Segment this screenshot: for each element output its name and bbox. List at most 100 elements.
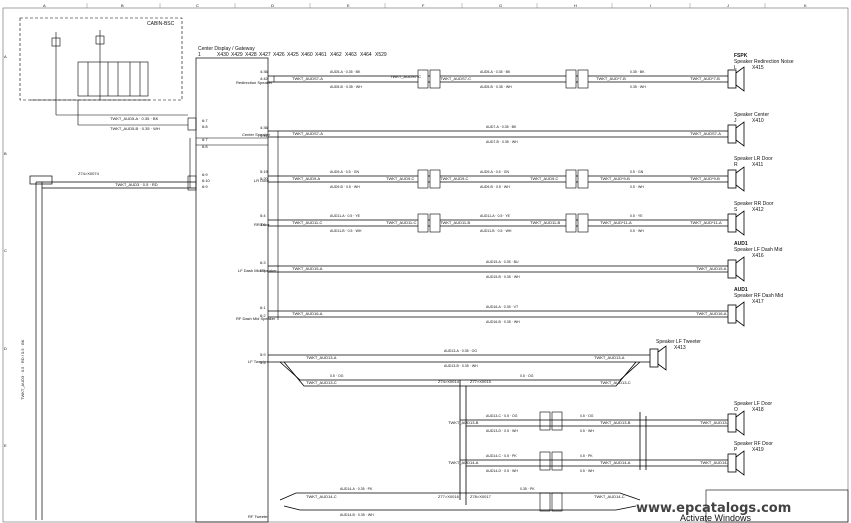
svg-text:X529: X529 [375, 52, 387, 58]
svg-text:AUD9-B · 0.5 · WH: AUD9-B · 0.5 · WH [330, 185, 360, 189]
col-label: F [422, 3, 425, 8]
svg-text:0.5 · PK: 0.5 · PK [580, 454, 593, 458]
inline-connectors [417, 69, 589, 512]
watermark-subtext: Activate Windows [680, 513, 752, 523]
speaker-icon [727, 121, 745, 147]
speaker-conn: X416 [752, 253, 764, 259]
wire-label: TWKT_AUD11-B [440, 220, 470, 225]
splice-label: Z77>X0016 [438, 494, 460, 499]
svg-text:0.5 · OG: 0.5 · OG [580, 414, 594, 418]
col-label: H [574, 3, 577, 8]
svg-text:X464: X464 [360, 52, 372, 58]
title-block-box [705, 489, 849, 523]
speaker-pos: O [734, 407, 738, 413]
wire-label: TWKT_AUD9-C [440, 176, 469, 181]
svg-text:5:19: 5:19 [260, 169, 269, 174]
wire-label: TWKT_AUD9-C [530, 176, 559, 181]
svg-text:AUD14-D · 0.5 · WH: AUD14-D · 0.5 · WH [486, 469, 518, 473]
speaker-name: Speaker LF Tweeter [656, 339, 701, 345]
svg-text:6:2: 6:2 [260, 313, 266, 318]
speaker-conn: X419 [752, 447, 764, 453]
module-title: Center Display / Gateway [198, 46, 255, 52]
svg-text:0.35 · BK: 0.35 · BK [630, 70, 645, 74]
wire-label: TWKT_AUD14-C [306, 494, 337, 499]
speaker-pos: P [734, 447, 738, 453]
svg-text:X429: X429 [231, 52, 243, 58]
row-label: C [4, 248, 7, 253]
splice-label: Z78>X0017 [470, 494, 492, 499]
svg-text:AUD5-A · 0.35 · BK: AUD5-A · 0.35 · BK [480, 70, 511, 74]
svg-text:AUD13-A · 0.35 · OG: AUD13-A · 0.35 · OG [444, 349, 477, 353]
svg-text:AUD14-C · 0.5 · PK: AUD14-C · 0.5 · PK [486, 454, 517, 458]
svg-text:AUD13-D · 0.5 · WH: AUD13-D · 0.5 · WH [486, 429, 518, 433]
svg-text:AUD5-B · 0.35 · WH: AUD5-B · 0.35 · WH [480, 85, 512, 89]
grid-column-labels: A B C D E F G H I J K [43, 3, 807, 8]
wire-label: TWKT_AUD*11-A [600, 220, 632, 225]
svg-text:0.5 · WH: 0.5 · WH [630, 229, 644, 233]
svg-text:AUD15-B · 0.35 · WH: AUD15-B · 0.35 · WH [486, 275, 520, 279]
wire-label: TWKT_AUD*7-B [690, 76, 720, 81]
cabin-bsc-box [19, 17, 183, 101]
svg-text:6:9: 6:9 [202, 172, 208, 177]
splice-label: Z77>X0015 [470, 379, 492, 384]
speaker-name: Speaker Redirection Noise [734, 59, 794, 65]
speaker-icon [649, 345, 667, 371]
wire-label: TWKT_AUD13-B [448, 420, 479, 425]
pin-label: RF Dash Mid Speaker [236, 316, 276, 321]
wire-label: TWKT_AUD13-A [594, 355, 625, 360]
speaker-tag: AUD1 [734, 287, 748, 293]
speaker-name: Speaker RR Door [734, 201, 774, 207]
row-label: B [4, 151, 7, 156]
svg-text:AUD11-A · 0.5 · YE: AUD11-A · 0.5 · YE [330, 214, 361, 218]
svg-text:AUD13-C · 0.5 · OG: AUD13-C · 0.5 · OG [486, 414, 518, 418]
col-label: K [804, 3, 807, 8]
svg-text:AUD11-B · 0.5 · WH: AUD11-B · 0.5 · WH [330, 229, 362, 233]
speaker-pos: S [734, 207, 738, 213]
svg-text:4:41: 4:41 [260, 133, 269, 138]
speaker-conn: X410 [752, 118, 764, 124]
pin-label: Redirection Speaker [236, 80, 273, 85]
speaker-icon [727, 450, 745, 476]
pin-label: LR Door [254, 178, 270, 183]
speaker-labels: FSPK Speaker Redirection Noise L X415 Sp… [656, 53, 794, 453]
speaker-icon [727, 66, 745, 92]
pin-label: RR Door [254, 222, 270, 227]
svg-text:AUD16-A · 0.35 · VT: AUD16-A · 0.35 · VT [486, 305, 519, 309]
speaker-wire-runs [268, 75, 728, 318]
speaker-name: Speaker LF Door [734, 401, 772, 407]
speaker-icon [727, 256, 745, 282]
pin-label: Center Speaker [242, 132, 271, 137]
module-connector-list: X430 X429 X428 X427 X426 X425 X460 X461 … [217, 52, 387, 58]
wire-label: TWKT_AUD15-A [292, 266, 323, 271]
grid-column-ticks [86, 3, 766, 8]
svg-text:AUD9-A · 0.5 · GN: AUD9-A · 0.5 · GN [480, 170, 509, 174]
svg-text:4:42: 4:42 [260, 76, 269, 81]
speaker-name: Speaker RF Door [734, 441, 773, 447]
wire-label: TWKT_AUD13-B [600, 420, 631, 425]
svg-text:X430: X430 [217, 52, 229, 58]
svg-text:5:4: 5:4 [260, 213, 266, 218]
module-pin-numbers: 4:364:42 4:364:41 5:195:20 5:45:6 6:36:4… [202, 69, 269, 365]
svg-text:AUD13-B · 0.35 · WH: AUD13-B · 0.35 · WH [444, 364, 478, 368]
wire-label: TWKT_AUD9-C [386, 176, 415, 181]
wire-label: TWKT_AUD13-C [600, 380, 631, 385]
svg-text:AUD5-B · 0.35 · WH: AUD5-B · 0.35 · WH [330, 85, 362, 89]
col-label: C [196, 3, 199, 8]
cabin-bsc-internals [30, 30, 188, 126]
center-display-gateway-module [195, 57, 269, 523]
svg-text:4:36: 4:36 [260, 69, 269, 74]
svg-text:0.5 · YE: 0.5 · YE [630, 214, 643, 218]
svg-text:AUD11-B · 0.5 · WH: AUD11-B · 0.5 · WH [480, 229, 512, 233]
splice-label: Z74>X0074 [78, 171, 100, 176]
svg-text:6:9: 6:9 [202, 184, 208, 189]
wire-label: TWKT_AUD*9-B [600, 176, 630, 181]
speaker-name: Speaker LR Door [734, 156, 773, 162]
svg-text:0.5 · WH: 0.5 · WH [630, 185, 644, 189]
speaker-pos: L [734, 65, 737, 71]
speaker-icon [727, 210, 745, 236]
speaker-icon [727, 166, 745, 192]
svg-text:6:1: 6:1 [260, 305, 266, 310]
speaker-conn: X413 [674, 345, 686, 351]
tweeter-wiring [268, 354, 728, 511]
svg-text:AUD16-B · 0.35 · WH: AUD16-B · 0.35 · WH [486, 320, 520, 324]
